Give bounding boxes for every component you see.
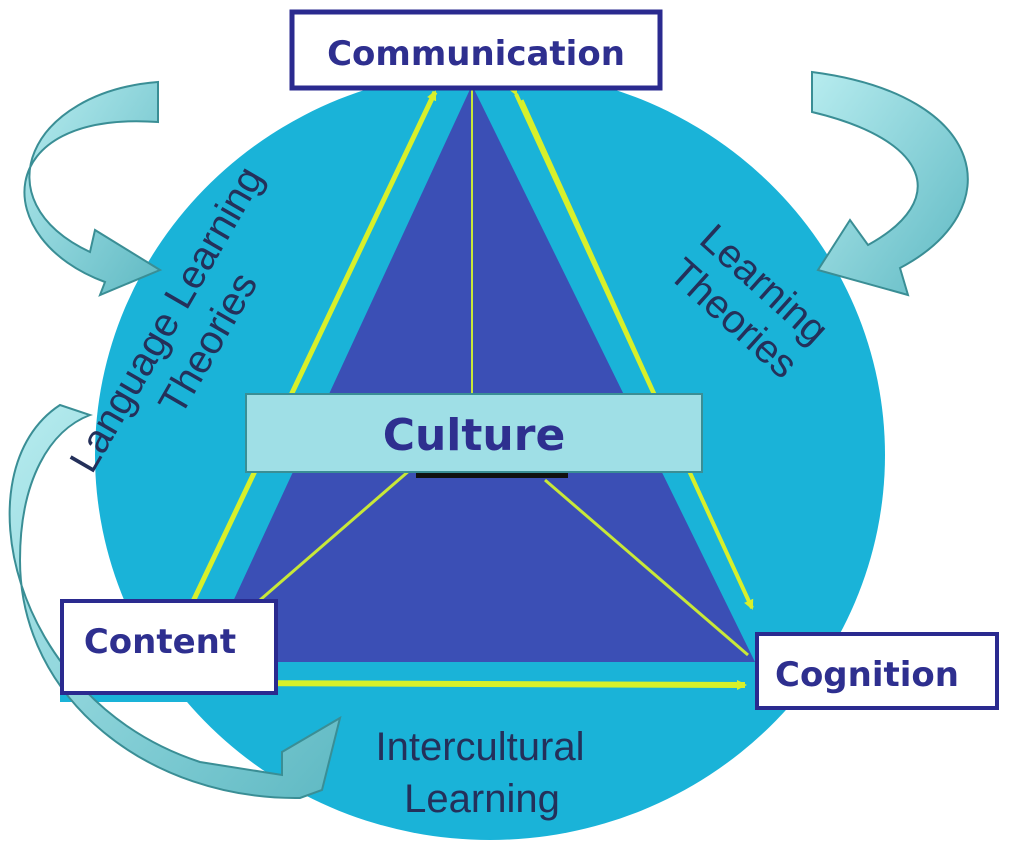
culture-label: Culture — [383, 410, 566, 461]
content-box — [60, 599, 278, 695]
culture-shadow — [416, 472, 568, 478]
cognition-box — [755, 632, 999, 710]
intercultural-line2: Learning — [404, 777, 560, 821]
center-line-left — [259, 468, 411, 602]
arrow-content-to-cognition — [211, 679, 747, 690]
communication-box — [289, 9, 663, 91]
curved-arrow-top-left — [23, 80, 163, 297]
curved-arrow-bottom-left — [8, 403, 342, 800]
communication-label: Communication — [327, 34, 625, 74]
culture-box — [245, 393, 703, 473]
curved-arrow-top-right — [811, 70, 969, 297]
content-label: Content — [84, 622, 236, 662]
intercultural-line1: Intercultural — [376, 725, 585, 769]
arrow-double-communication-cognition-b — [520, 99, 742, 583]
cognition-label: Cognition — [775, 655, 959, 695]
arrow-content-to-communication — [185, 90, 438, 614]
